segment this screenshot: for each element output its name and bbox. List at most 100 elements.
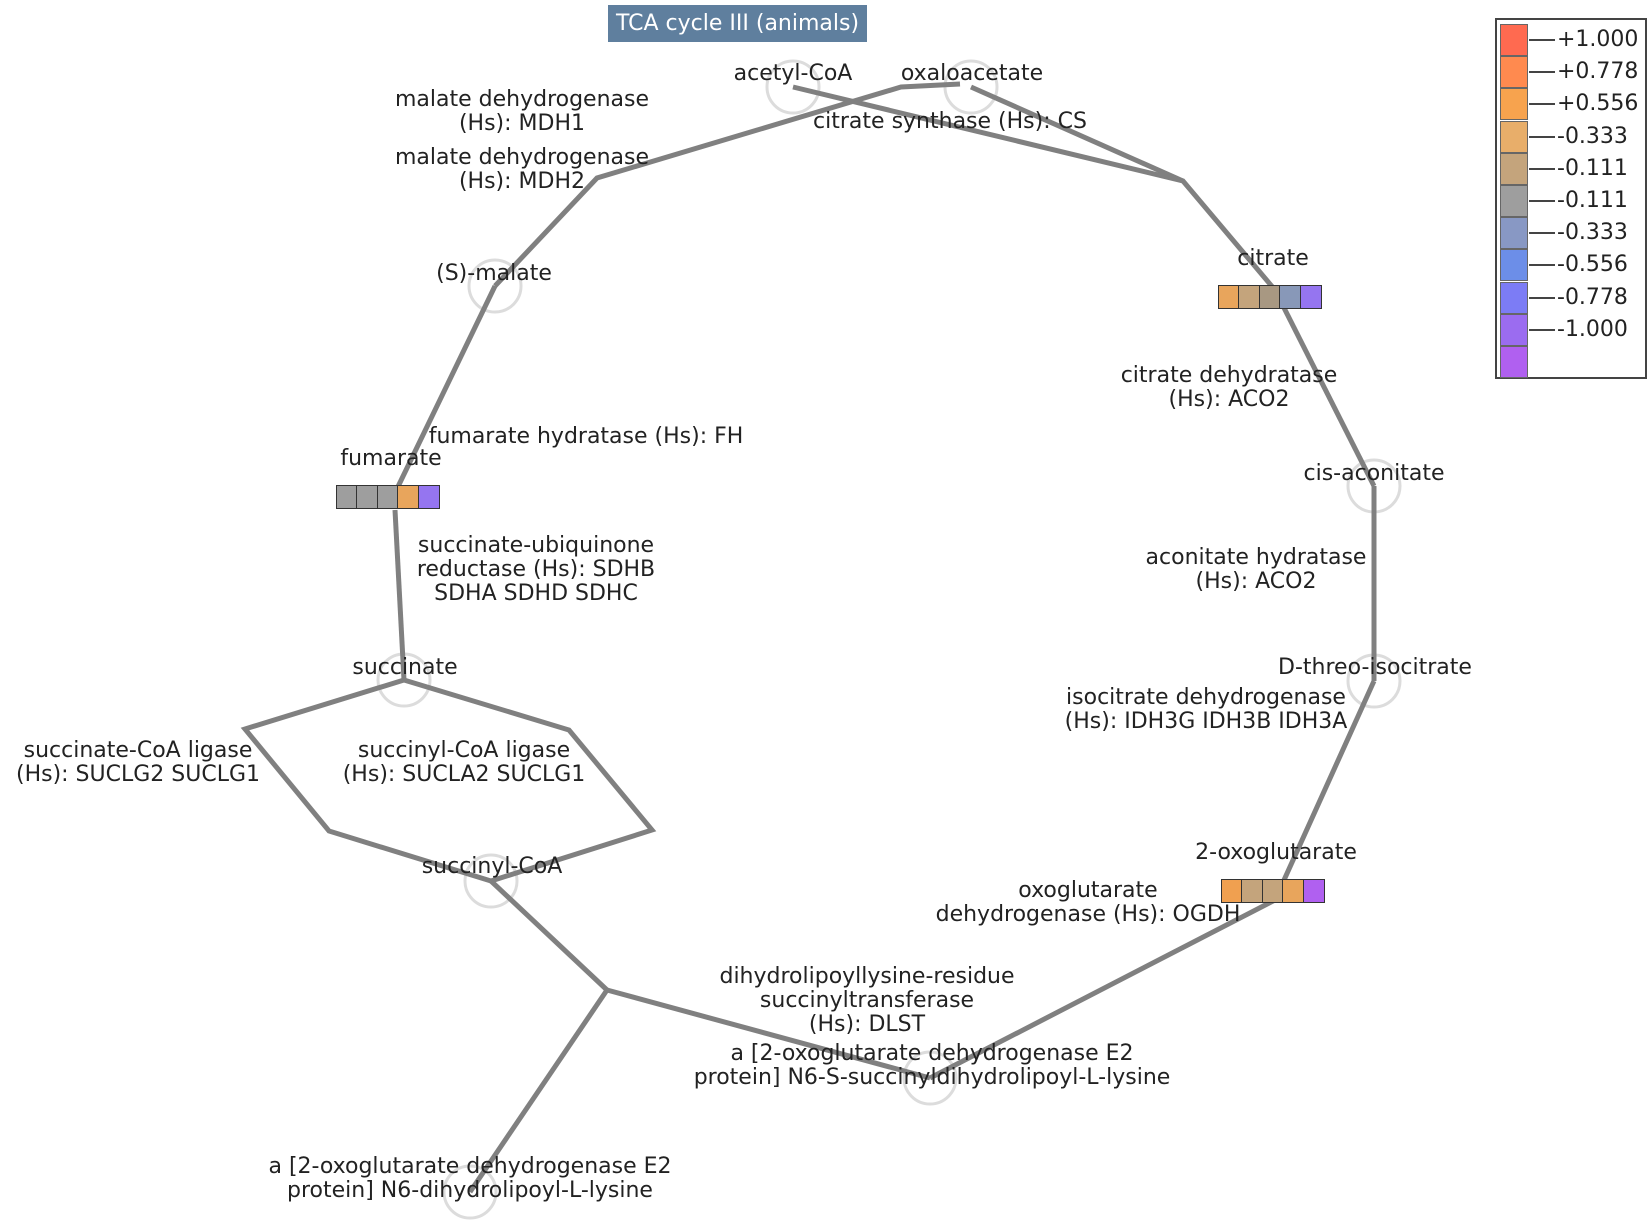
legend-label: -0.111 <box>1557 155 1628 181</box>
legend-label: +0.778 <box>1557 59 1639 85</box>
heatmap-cell <box>1258 285 1281 309</box>
heatmap-cell <box>376 485 399 509</box>
node-ring-s-malate <box>467 258 523 314</box>
legend-swatch <box>1500 281 1528 314</box>
legend-label: -0.556 <box>1557 252 1628 278</box>
edge-citrate-cisaconitate <box>1272 288 1377 488</box>
node-ring-succinyl-coa <box>463 853 519 909</box>
enzyme-label-line: isocitrate dehydrogenase <box>1066 685 1346 710</box>
enzyme-label-line: (Hs): MDH1 <box>458 111 586 136</box>
legend-swatch <box>1500 56 1528 89</box>
enzyme-label-mdh1: malate dehydrogenase(Hs): MDH1 <box>395 88 649 136</box>
metabolite-label-line: protein] N6-dihydrolipoyl-L-lysine <box>287 1178 653 1203</box>
heatmap-2-oxoglutarate <box>1220 879 1325 903</box>
enzyme-label-mdh2: malate dehydrogenase(Hs): MDH2 <box>395 146 649 194</box>
metabolite-label-line: oxaloacetate <box>900 61 1044 86</box>
heatmap-cell <box>1299 285 1322 309</box>
heatmap-cell <box>1220 879 1243 903</box>
legend-tick <box>1529 103 1555 106</box>
edge-succinate-fumarate <box>392 509 407 681</box>
heatmap-cell <box>356 485 378 509</box>
legend-swatch <box>1500 185 1528 217</box>
heatmap-cell <box>1238 285 1260 309</box>
legend-row: +0.556 <box>1497 88 1645 121</box>
metabolite-label-line: citrate <box>1237 246 1309 271</box>
edge-fumarate-malate <box>390 284 498 499</box>
legend-row: -0.333 <box>1497 120 1645 153</box>
metabolite-label-line: a [2-oxoglutarate dehydrogenase E2 <box>730 1041 1134 1066</box>
enzyme-label-line: (Hs): MDH2 <box>458 169 586 194</box>
legend-swatch <box>1500 249 1528 282</box>
legend-label: -0.778 <box>1557 284 1628 310</box>
legend-label: -0.333 <box>1557 220 1628 246</box>
enzyme-label-line: succinyl-CoA ligase <box>357 738 571 763</box>
metabolite-label-acetyl-coa: acetyl-CoA <box>734 62 853 86</box>
legend-swatch <box>1500 313 1528 346</box>
enzyme-label-line: malate dehydrogenase <box>394 87 650 112</box>
metabolite-label-line: 2-oxoglutarate <box>1195 840 1357 865</box>
metabolite-label-succinate: succinate <box>352 656 457 680</box>
legend-label: -0.333 <box>1557 123 1628 149</box>
enzyme-label-line: citrate dehydratase <box>1120 363 1338 388</box>
edge-malate-oxaloacetate <box>493 81 961 288</box>
heatmap-cell <box>1282 879 1304 903</box>
metabolite-label-line: D-threo-isocitrate <box>1278 655 1472 680</box>
enzyme-label-line: succinyltransferase <box>759 988 975 1013</box>
heatmap-cell <box>1241 879 1263 903</box>
metabolite-label-cis-aconitate: cis-aconitate <box>1304 462 1445 486</box>
legend-tick <box>1529 39 1555 41</box>
metabolite-label-line: succinyl-CoA <box>421 854 563 879</box>
edge-succinyl-ligase-right <box>403 677 657 884</box>
node-ring-dihydrolipoyl <box>442 1164 498 1220</box>
enzyme-label-line: (Hs): ACO2 <box>1195 569 1317 594</box>
heatmap-cell <box>1279 285 1301 309</box>
legend-tick <box>1529 167 1555 170</box>
enzyme-label-line: aconitate hydratase <box>1145 545 1367 570</box>
enzyme-label-line: fumarate hydratase (Hs): FH <box>428 424 744 449</box>
metabolite-label-line: fumarate <box>340 446 442 471</box>
legend-swatch <box>1500 120 1528 153</box>
metabolite-label-oxaloacetate: oxaloacetate <box>901 62 1043 86</box>
enzyme-label-idh3: isocitrate dehydrogenase(Hs): IDH3G IDH3… <box>1065 686 1348 734</box>
enzyme-label-suclg2: succinate-CoA ligase(Hs): SUCLG2 SUCLG1 <box>16 739 260 787</box>
legend-label: +1.000 <box>1557 27 1639 52</box>
enzyme-label-line: dihydrolipoyllysine-residue <box>719 964 1015 989</box>
legend-label: -1.000 <box>1557 316 1628 342</box>
edge-branch-succinylcoa <box>489 879 609 992</box>
metabolite-label-line: acetyl-CoA <box>733 61 853 86</box>
legend-row: -0.778 <box>1497 281 1645 314</box>
legend-tick <box>1529 200 1555 202</box>
legend-row: -0.111 <box>1497 185 1645 217</box>
edge-succinyl-ligase-left <box>240 677 492 884</box>
enzyme-label-sucla2: succinyl-CoA ligase(Hs): SUCLA2 SUCLG1 <box>343 739 586 787</box>
enzyme-label-cs: citrate synthase (Hs): CS <box>813 110 1087 134</box>
metabolite-label-2-oxoglutarate: 2-oxoglutarate <box>1195 841 1357 865</box>
legend-row: -1.000 <box>1497 313 1645 346</box>
enzyme-label-line: succinate-CoA ligase <box>23 738 253 763</box>
enzyme-label-line: oxoglutarate <box>1018 878 1158 903</box>
legend-row <box>1497 346 1645 378</box>
enzyme-label-line: succinate-ubiquinone <box>417 533 655 558</box>
metabolite-label-s-malate: (S)-malate <box>436 262 552 286</box>
legend-row: +1.000 <box>1497 24 1645 56</box>
enzyme-label-fh: fumarate hydratase (Hs): FH <box>429 425 744 449</box>
color-legend: +1.000+0.778+0.556-0.333-0.111-0.111-0.3… <box>1495 18 1647 379</box>
legend-row: -0.333 <box>1497 217 1645 250</box>
metabolite-label-line: succinate <box>352 655 458 680</box>
legend-tick <box>1529 71 1555 74</box>
metabolite-label-line: (S)-malate <box>436 261 552 286</box>
legend-swatch <box>1500 88 1528 121</box>
edge-oxoglutarate-lipoyl <box>928 897 1277 1081</box>
metabolite-label-succinyl-coa: succinyl-CoA <box>422 855 563 879</box>
legend-tick <box>1529 135 1555 138</box>
enzyme-label-line: (Hs): SUCLA2 SUCLG1 <box>342 762 586 787</box>
legend-tick <box>1529 328 1555 331</box>
heatmap-cell <box>1217 285 1240 309</box>
edge-isocitrate-oxoglutarate <box>1272 679 1377 902</box>
metabolite-label-line: cis-aconitate <box>1303 461 1445 486</box>
enzyme-label-line: (Hs): DLST <box>808 1012 926 1037</box>
